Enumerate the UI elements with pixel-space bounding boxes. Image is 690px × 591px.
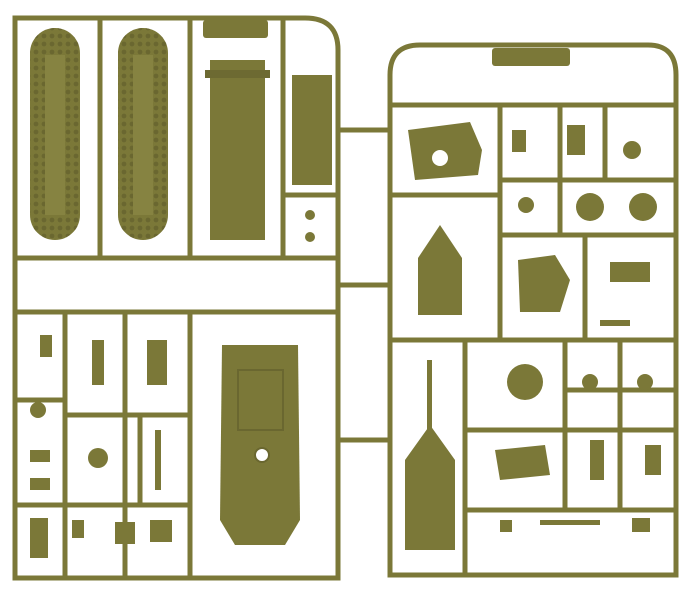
gun-mount-part [405,425,455,550]
side-plate-part [292,75,332,185]
track-part-left [30,28,80,240]
wheel-part-2 [629,193,657,221]
connector-bars [338,127,390,443]
small-parts-left [30,210,315,558]
hull-plate-part [205,60,270,240]
hull-top-part [220,345,300,545]
wheel-part [576,193,604,221]
track-part-right [118,28,168,240]
mantlet-part [418,225,462,315]
right-sprue-frame [387,42,679,578]
sprue-tag-left [203,20,268,38]
left-sprue-frame [12,15,341,581]
turret-part [408,122,482,180]
right-parts [405,122,661,550]
sprue-tag-right [492,48,570,66]
